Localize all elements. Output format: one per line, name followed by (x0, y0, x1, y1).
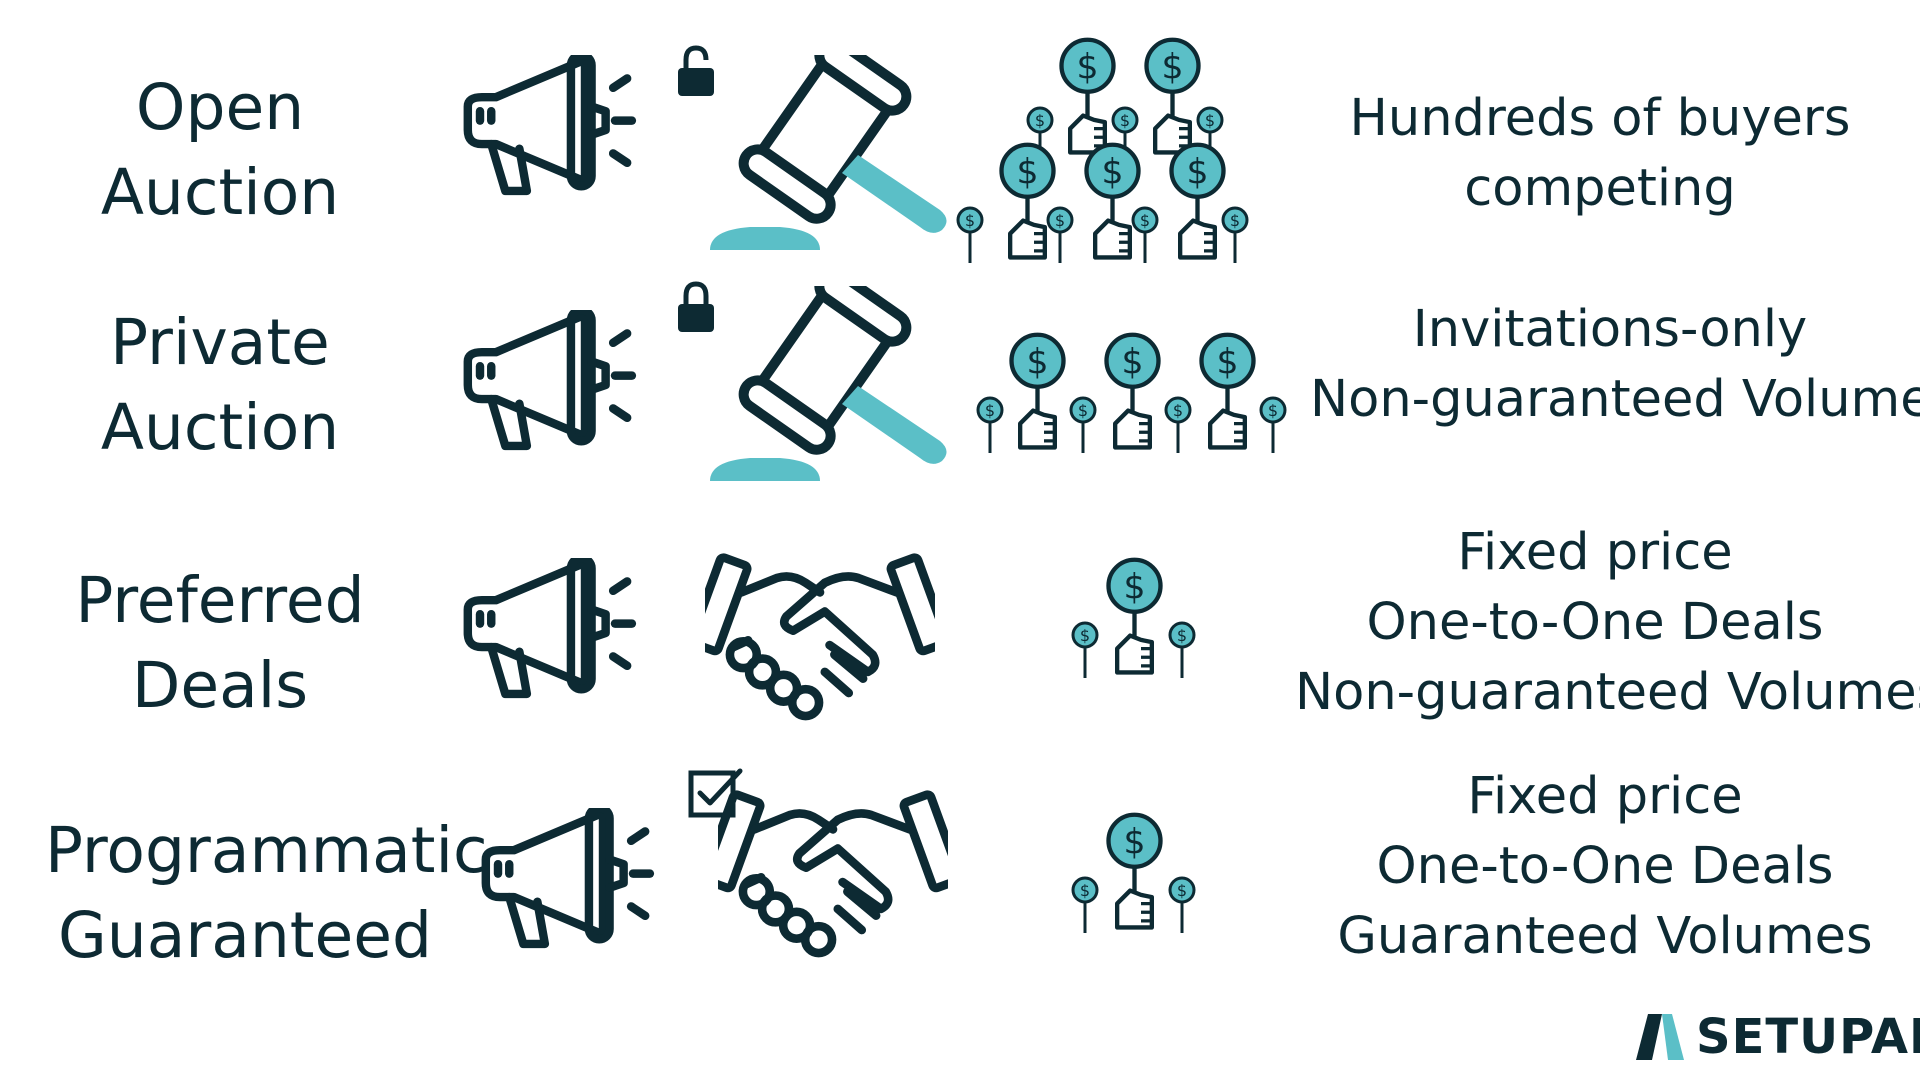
row-label: Private Auction (60, 300, 380, 470)
row-description: Hundreds of buyers competing (1300, 84, 1900, 224)
row-label-line: Private (110, 306, 330, 379)
megaphone-icon (450, 55, 645, 205)
row-label-line: Open (135, 71, 305, 144)
row-label: Programmatic Guaranteed (45, 808, 488, 978)
bidder-group-icon (975, 330, 1295, 460)
row-description-line: Hundreds of buyers (1349, 89, 1851, 148)
row-description-line: Fixed price (1457, 523, 1733, 582)
handshake-icon (718, 785, 948, 960)
row-label-line: Auction (100, 156, 340, 229)
row-label-line: Deals (131, 649, 309, 722)
row-preferred-deals: Preferred Deals Fixed price One-to-One D… (0, 500, 1920, 740)
logo-text: SETUPAD (1696, 1009, 1920, 1065)
row-description-line: One-to-One Deals (1366, 593, 1824, 652)
setupad-logo-mark-icon (1636, 1014, 1684, 1060)
row-description-line: Non-guaranteed Volumes (1310, 370, 1920, 429)
row-label: Preferred Deals (60, 558, 380, 728)
row-description-line: competing (1464, 159, 1736, 218)
row-private-auction: Private Auction Invitations-only Non-gua… (0, 270, 1920, 490)
row-label-line: Guaranteed (57, 899, 432, 972)
bidder-crowd-large-icon (955, 35, 1275, 275)
row-label-line: Preferred (75, 564, 365, 637)
megaphone-icon (450, 310, 645, 460)
gavel-icon (690, 286, 950, 486)
row-label: Open Auction (60, 65, 380, 235)
unlocked-padlock-icon (676, 45, 716, 98)
megaphone-icon (450, 558, 645, 708)
handshake-icon (705, 548, 935, 723)
row-description-line: Fixed price (1467, 767, 1743, 826)
row-description-line: Non-guaranteed Volumes (1295, 663, 1920, 722)
row-description: Invitations-only Non-guaranteed Volumes (1310, 295, 1920, 435)
locked-padlock-icon (676, 281, 716, 334)
row-description-line: Invitations-only (1412, 300, 1808, 359)
row-description: Fixed price One-to-One Deals Non-guarant… (1295, 518, 1920, 728)
row-description-line: One-to-One Deals (1376, 837, 1834, 896)
row-programmatic-guaranteed: Programmatic Guaranteed Fixed price One-… (0, 750, 1920, 990)
row-label-line: Auction (100, 391, 340, 464)
single-bidder-icon (1070, 555, 1200, 685)
row-label-line: Programmatic (45, 814, 488, 887)
row-open-auction: Open Auction Hundreds of buyers (0, 0, 1920, 265)
setupad-logo: SETUPAD (1634, 1008, 1920, 1066)
megaphone-icon (468, 808, 663, 958)
row-description-line: Guaranteed Volumes (1337, 907, 1873, 966)
row-description: Fixed price One-to-One Deals Guaranteed … (1305, 762, 1905, 972)
single-bidder-icon (1070, 810, 1200, 940)
gavel-icon (690, 55, 950, 255)
